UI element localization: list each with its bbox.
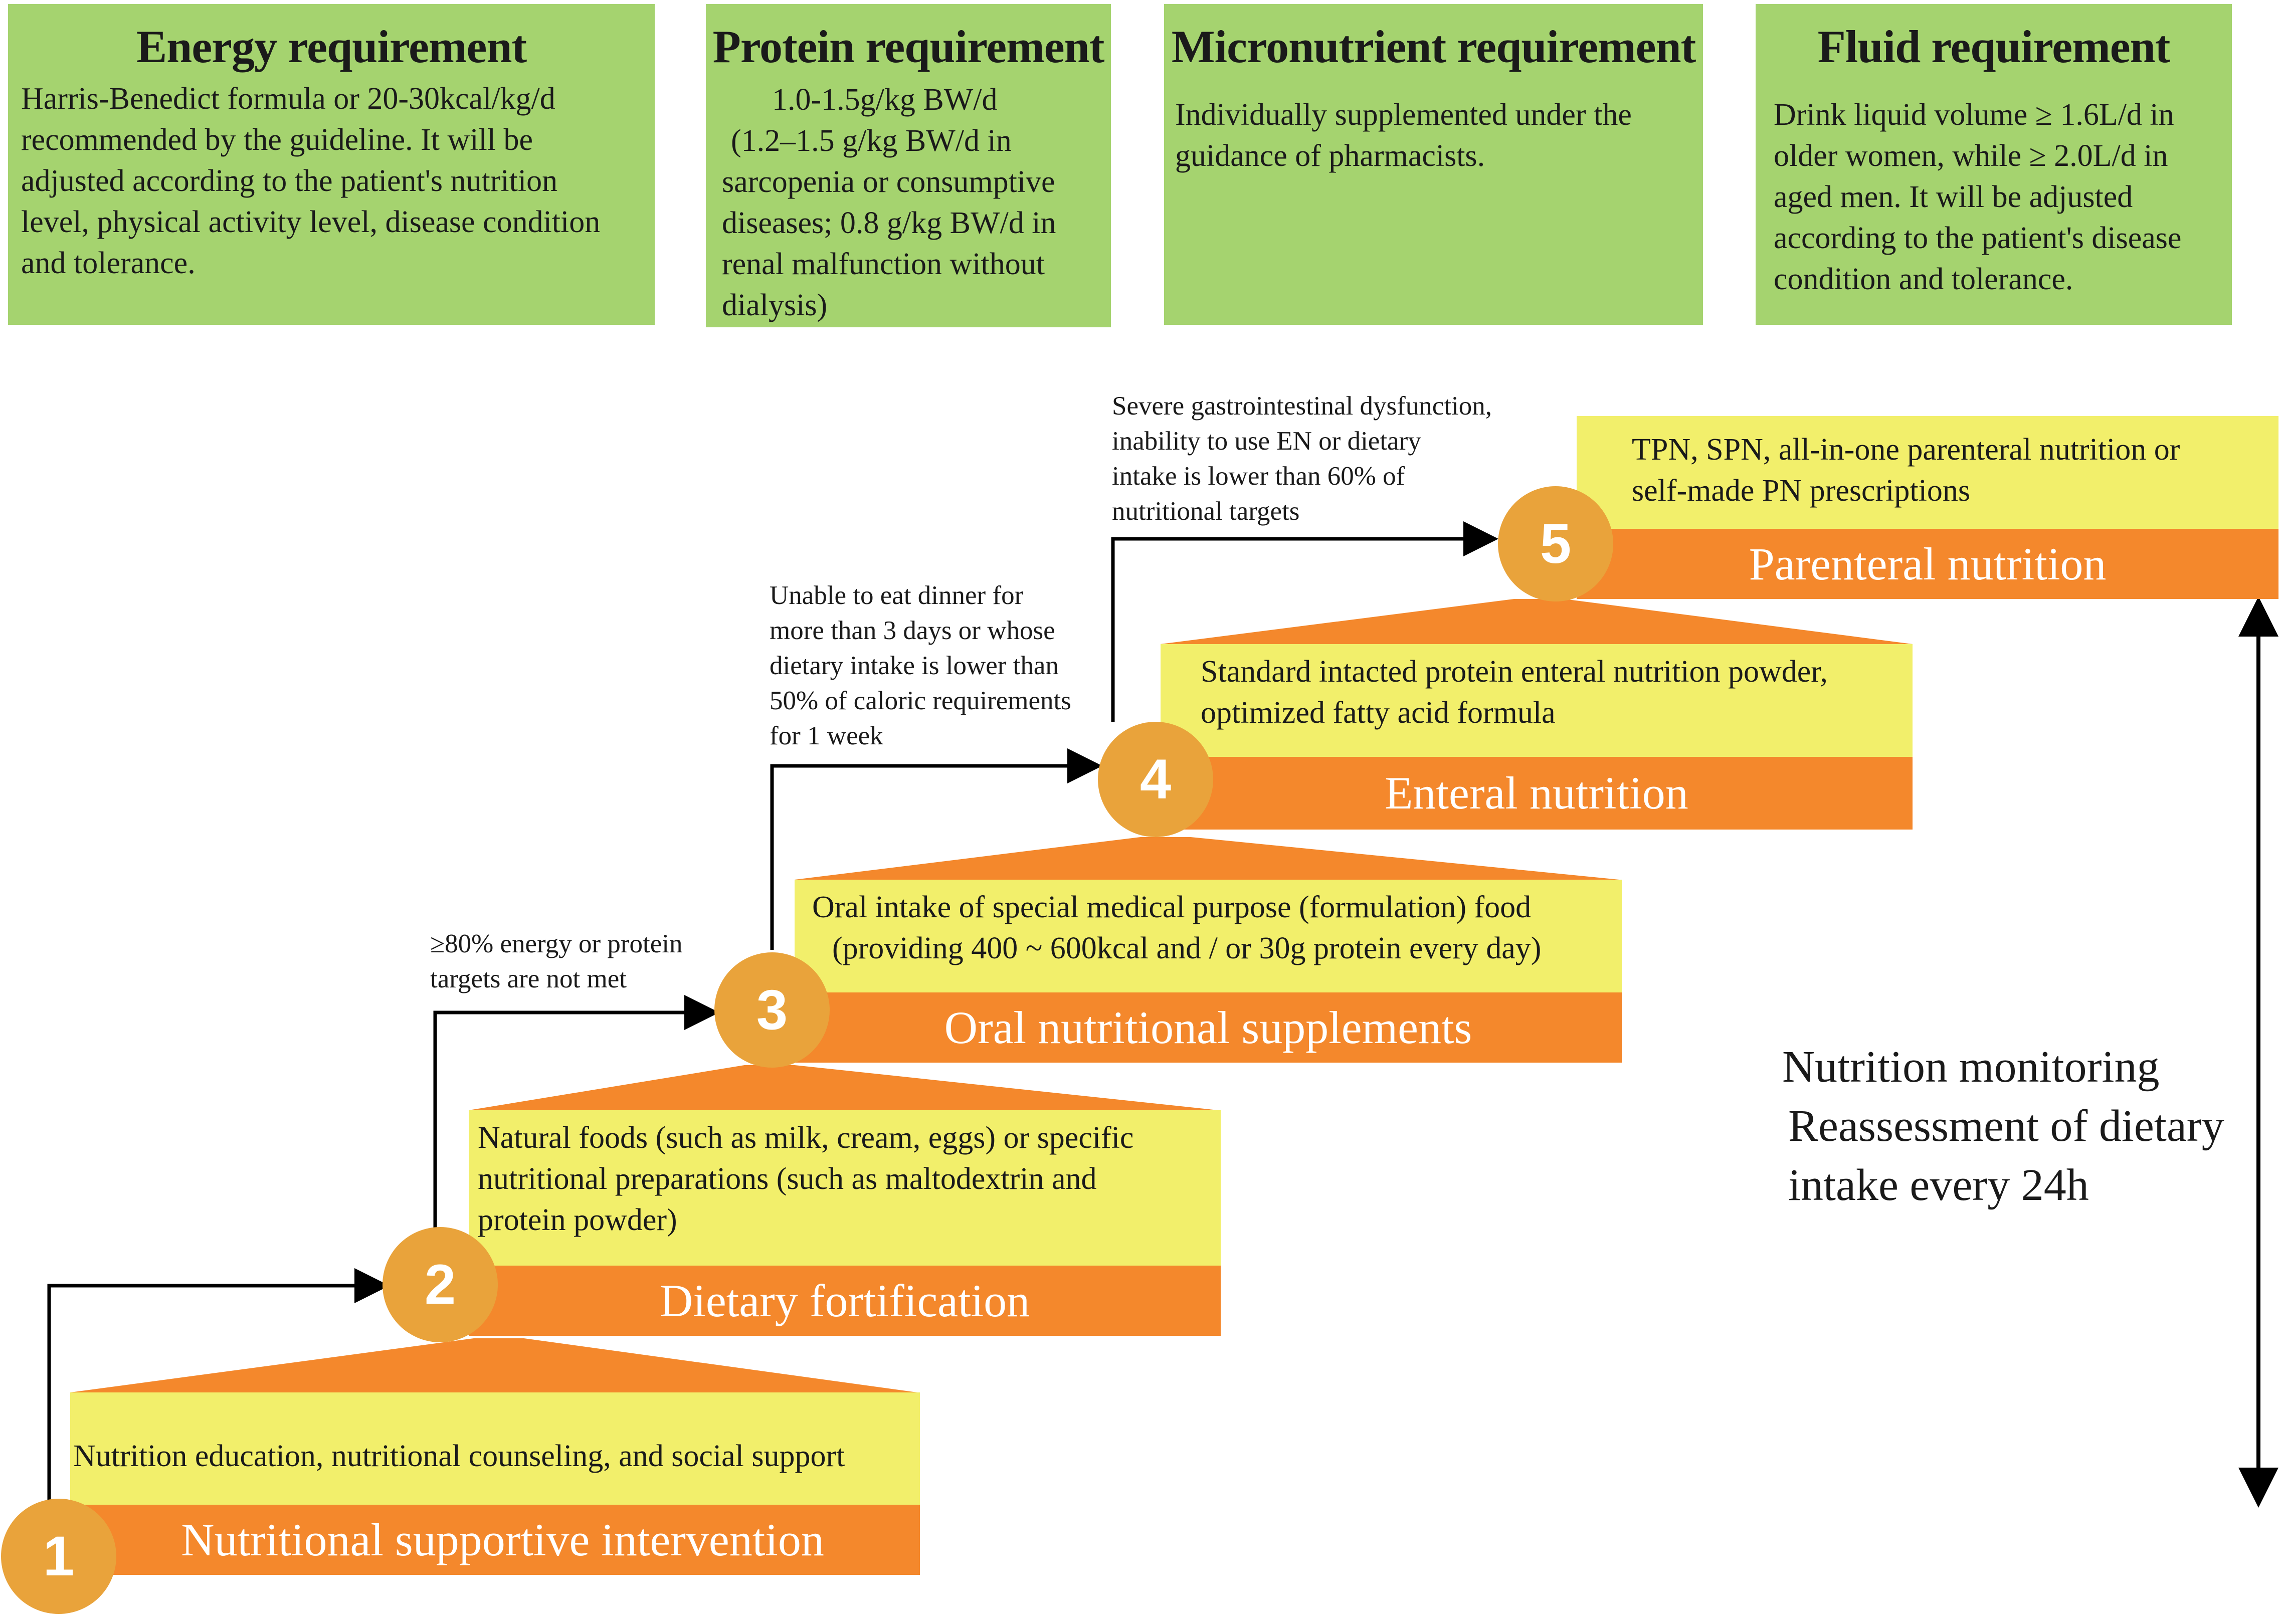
protein-requirement-box: Protein requirement 1.0-1.5g/kg BW/d (1.… bbox=[706, 4, 1111, 327]
fluid-requirement-line: older women, while ≥ 2.0L/d in bbox=[1774, 139, 2168, 173]
stage-4-description: Standard intacted protein enteral nutrit… bbox=[1161, 644, 1913, 759]
monitoring-text: Nutrition monitoring Reassessment of die… bbox=[1782, 1038, 2224, 1215]
energy-requirement-line: and tolerance. bbox=[21, 246, 196, 280]
stage-2-description-line: protein powder) bbox=[478, 1203, 677, 1237]
condition-line: nutritional targets bbox=[1112, 497, 1300, 526]
stage-1-description-line: Nutrition education, nutritional counsel… bbox=[73, 1439, 845, 1473]
stage-4-description-line: optimized fatty acid formula bbox=[1201, 696, 1556, 730]
stage-5-circle: 5 bbox=[1498, 486, 1613, 601]
micronutrient-requirement-line: guidance of pharmacists. bbox=[1175, 139, 1485, 173]
connector-2-to-3 bbox=[433, 995, 719, 1231]
monitoring-line: intake every 24h bbox=[1788, 1160, 2089, 1210]
stage-5-name: Parenteral nutrition bbox=[1749, 538, 2107, 589]
stage-2-name: Dietary fortification bbox=[659, 1275, 1030, 1326]
protein-requirement-line: 1.0-1.5g/kg BW/d bbox=[772, 83, 998, 117]
monitoring-line: Reassessment of dietary bbox=[1788, 1101, 2224, 1151]
stage-2-description-line: nutritional preparations (such as maltod… bbox=[478, 1162, 1097, 1196]
stage-4-name: Enteral nutrition bbox=[1385, 767, 1688, 819]
condition-line: ≥80% energy or protein bbox=[430, 929, 683, 958]
stage-2-bar: Dietary fortification bbox=[469, 1266, 1221, 1336]
stage-5-number: 5 bbox=[1540, 512, 1572, 575]
stage-2-description-line: Natural foods (such as milk, cream, eggs… bbox=[478, 1121, 1134, 1155]
stage-1-number: 1 bbox=[43, 1525, 75, 1587]
protein-requirement-line: sarcopenia or consumptive bbox=[722, 165, 1055, 199]
fluid-requirement-line: Drink liquid volume ≥ 1.6L/d in bbox=[1774, 98, 2174, 132]
stage-4-description-line: Standard intacted protein enteral nutrit… bbox=[1201, 655, 1828, 689]
protein-requirement-line: renal malfunction without bbox=[722, 247, 1045, 281]
stage-4-bar: Enteral nutrition bbox=[1161, 757, 1913, 830]
stage-2-number: 2 bbox=[424, 1253, 456, 1316]
stage-5-description: TPN, SPN, all-in-one parenteral nutritio… bbox=[1577, 416, 2278, 531]
stage-1-circle: 1 bbox=[1, 1499, 116, 1614]
energy-requirement-line: adjusted according to the patient's nutr… bbox=[21, 164, 558, 198]
stage-5-bar: Parenteral nutrition bbox=[1577, 529, 2278, 599]
stage-2-circle: 2 bbox=[383, 1227, 498, 1342]
stage-1-description: Nutrition education, nutritional counsel… bbox=[70, 1392, 920, 1507]
stage-1-bar: Nutritional supportive intervention bbox=[70, 1505, 920, 1575]
fluid-requirement-title: Fluid requirement bbox=[1817, 21, 2171, 72]
condition-line: Severe gastrointestinal dysfunction, bbox=[1112, 391, 1492, 421]
stage-4-roof bbox=[1161, 599, 1913, 644]
stage-1-name: Nutritional supportive intervention bbox=[181, 1514, 824, 1565]
energy-requirement-line: level, physical activity level, disease … bbox=[21, 205, 601, 239]
connector-1-to-2 bbox=[47, 1268, 390, 1514]
protein-requirement-line: (1.2–1.5 g/kg BW/d in bbox=[731, 124, 1012, 158]
stage-2-roof bbox=[469, 1065, 1218, 1110]
connector-4-to-5 bbox=[1111, 521, 1498, 722]
condition-4-to-5: Severe gastrointestinal dysfunction, ina… bbox=[1112, 388, 1492, 529]
stage-5-description-line: self-made PN prescriptions bbox=[1632, 474, 1970, 508]
condition-3-to-4: Unable to eat dinner for more than 3 day… bbox=[770, 578, 1071, 753]
stage-3-description-line: (providing 400 ~ 600kcal and / or 30g pr… bbox=[832, 931, 1542, 965]
condition-line: inability to use EN or dietary bbox=[1112, 427, 1421, 456]
protein-requirement-line: diseases; 0.8 g/kg BW/d in bbox=[722, 206, 1056, 240]
stage-3-name: Oral nutritional supplements bbox=[944, 1002, 1472, 1053]
stage-3-description: Oral intake of special medical purpose (… bbox=[795, 880, 1622, 995]
condition-line: intake is lower than 60% of bbox=[1112, 462, 1405, 491]
stage-2-description: Natural foods (such as milk, cream, eggs… bbox=[469, 1110, 1221, 1268]
energy-requirement-title: Energy requirement bbox=[136, 21, 527, 72]
condition-line: 50% of caloric requirements bbox=[770, 686, 1071, 715]
energy-requirement-line: recommended by the guideline. It will be bbox=[21, 123, 533, 157]
stage-1-roof bbox=[70, 1338, 917, 1392]
condition-line: targets are not met bbox=[430, 964, 627, 993]
energy-requirement-line: Harris-Benedict formula or 20-30kcal/kg/… bbox=[21, 82, 555, 116]
condition-line: dietary intake is lower than bbox=[770, 651, 1059, 680]
micronutrient-requirement-title: Micronutrient requirement bbox=[1171, 21, 1696, 72]
condition-2-to-3: ≥80% energy or protein targets are not m… bbox=[430, 926, 683, 996]
connector-3-to-4 bbox=[770, 748, 1102, 950]
micronutrient-requirement-box: Micronutrient requirement Individually s… bbox=[1164, 4, 1703, 325]
fluid-requirement-line: aged men. It will be adjusted bbox=[1774, 180, 2133, 214]
stage-4-circle: 4 bbox=[1098, 722, 1213, 837]
stage-3-bar: Oral nutritional supplements bbox=[795, 992, 1622, 1063]
protein-requirement-title: Protein requirement bbox=[712, 21, 1105, 72]
fluid-requirement-line: according to the patient's disease bbox=[1774, 221, 2182, 255]
protein-requirement-line: dialysis) bbox=[722, 288, 828, 322]
fluid-requirement-box: Fluid requirement Drink liquid volume ≥ … bbox=[1756, 4, 2232, 325]
stage-3-number: 3 bbox=[756, 978, 788, 1041]
stage-5-description-line: TPN, SPN, all-in-one parenteral nutritio… bbox=[1632, 433, 2180, 467]
energy-requirement-box: Energy requirement Harris-Benedict formu… bbox=[8, 4, 655, 325]
micronutrient-requirement-line: Individually supplemented under the bbox=[1175, 98, 1632, 132]
monitoring-line: Nutrition monitoring bbox=[1782, 1042, 2160, 1092]
stage-3-roof bbox=[795, 837, 1619, 880]
stage-3-description-line: Oral intake of special medical purpose (… bbox=[812, 890, 1532, 924]
condition-line: more than 3 days or whose bbox=[770, 616, 1055, 645]
condition-line: Unable to eat dinner for bbox=[770, 581, 1024, 610]
stage-3-circle: 3 bbox=[714, 952, 830, 1068]
fluid-requirement-line: condition and tolerance. bbox=[1774, 262, 2073, 296]
condition-line: for 1 week bbox=[770, 721, 883, 750]
stage-4-number: 4 bbox=[1139, 748, 1172, 810]
